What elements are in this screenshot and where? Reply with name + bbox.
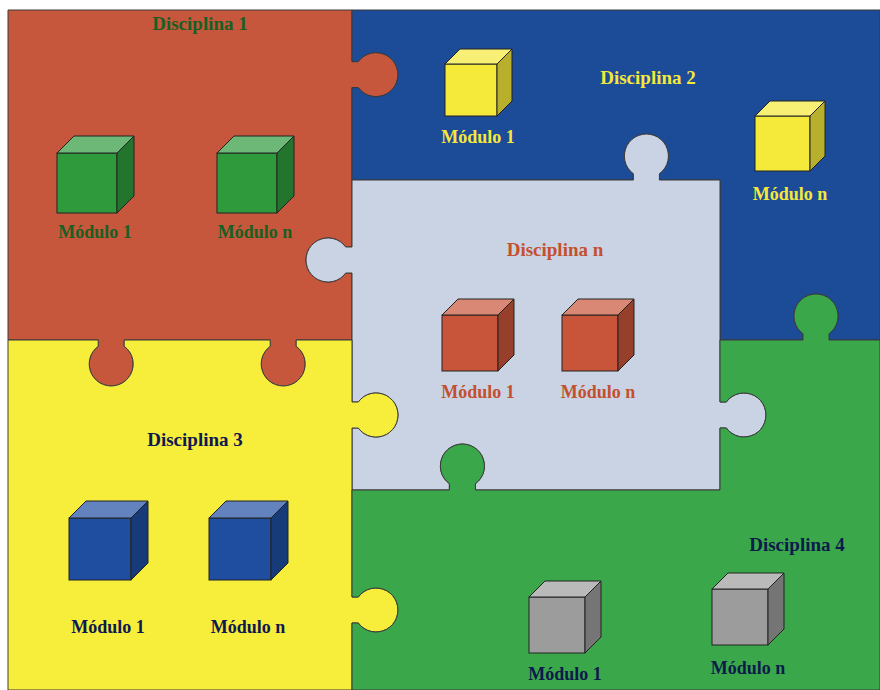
label-holder: Módulo 1	[524, 664, 606, 685]
label-holder: Módulo n	[557, 382, 640, 403]
cube-icon	[711, 572, 785, 646]
module-cube: Módulo n	[557, 298, 640, 405]
module-cube: Módulo n	[212, 135, 299, 245]
module-cube: Módulo 1	[52, 135, 139, 245]
module-label: Módulo 1	[58, 222, 132, 243]
puzzle-piece-shape	[352, 294, 880, 690]
label-holder: Módulo 1	[52, 222, 139, 243]
module-cube: Módulo n	[749, 100, 832, 207]
module-label: Módulo n	[753, 184, 828, 205]
label-holder: Módulo n	[212, 222, 299, 243]
cube-face	[442, 315, 498, 371]
cube-icon	[68, 500, 149, 581]
cube-face	[117, 136, 134, 213]
heading-holder: Disciplina 2	[600, 67, 696, 89]
cube-icon	[208, 500, 289, 581]
cube-face	[57, 153, 117, 213]
cube-face	[69, 518, 131, 580]
module-label: Módulo n	[218, 222, 293, 243]
heading-holder: Disciplina 1	[152, 13, 248, 35]
label-holder: Módulo 1	[64, 617, 153, 638]
cube-face	[445, 64, 497, 116]
label-holder: Módulo n	[707, 658, 790, 679]
module-label: Módulo n	[561, 382, 636, 403]
module-cube: Módulo 1	[437, 48, 519, 150]
module-cube: Módulo 1	[437, 298, 519, 405]
discipline-heading: Disciplina 3	[147, 429, 243, 451]
heading-holder: Disciplina n	[507, 239, 604, 261]
module-label: Módulo n	[711, 658, 786, 679]
cube-face	[618, 299, 634, 371]
cube-face	[277, 136, 294, 213]
cube-face	[209, 518, 271, 580]
module-cube: Módulo 1	[524, 580, 606, 687]
module-cube: Módulo 1	[64, 500, 153, 640]
cube-face	[271, 501, 288, 580]
cube-face	[712, 589, 768, 645]
puzzle-piece: Disciplina 4 Módulo 1 Módulo n	[352, 294, 880, 690]
cube-face	[217, 153, 277, 213]
puzzle-piece-shape	[8, 340, 398, 690]
discipline-heading: Disciplina 1	[152, 13, 248, 35]
module-label: Módulo n	[211, 617, 286, 638]
heading-holder: Disciplina 4	[749, 534, 845, 556]
heading-holder: Disciplina 3	[147, 429, 243, 451]
cube-face	[131, 501, 148, 580]
module-label: Módulo 1	[528, 664, 602, 685]
cube-icon	[56, 135, 135, 214]
label-holder: Módulo n	[204, 617, 293, 638]
module-label: Módulo 1	[441, 127, 515, 148]
puzzle-piece: Disciplina 3 Módulo 1 Módulo n	[8, 340, 398, 690]
puzzle-piece: Disciplina 1 Módulo 1 Módulo n	[8, 10, 398, 386]
cube-icon	[754, 100, 826, 172]
puzzle-outline	[8, 340, 398, 690]
puzzle-outline	[8, 10, 398, 386]
puzzle-outline	[352, 294, 880, 690]
module-label: Módulo 1	[71, 617, 145, 638]
cube-icon	[561, 298, 635, 372]
module-label: Módulo 1	[441, 382, 515, 403]
discipline-heading: Disciplina n	[507, 239, 604, 261]
cube-face	[529, 597, 585, 653]
discipline-heading: Disciplina 4	[749, 534, 845, 556]
cube-face	[810, 101, 825, 171]
label-holder: Módulo 1	[437, 127, 519, 148]
cube-icon	[528, 580, 602, 654]
cube-icon	[444, 48, 513, 117]
cube-face	[497, 49, 512, 116]
cube-face	[585, 581, 601, 653]
cube-face	[498, 299, 514, 371]
discipline-heading: Disciplina 2	[600, 67, 696, 89]
label-holder: Módulo n	[749, 184, 832, 205]
module-cube: Módulo n	[707, 572, 790, 681]
module-cube: Módulo n	[204, 500, 293, 640]
cube-face	[562, 315, 618, 371]
cube-icon	[216, 135, 295, 214]
cube-face	[755, 116, 810, 171]
cube-icon	[441, 298, 515, 372]
label-holder: Módulo 1	[437, 382, 519, 403]
cube-face	[768, 573, 784, 645]
